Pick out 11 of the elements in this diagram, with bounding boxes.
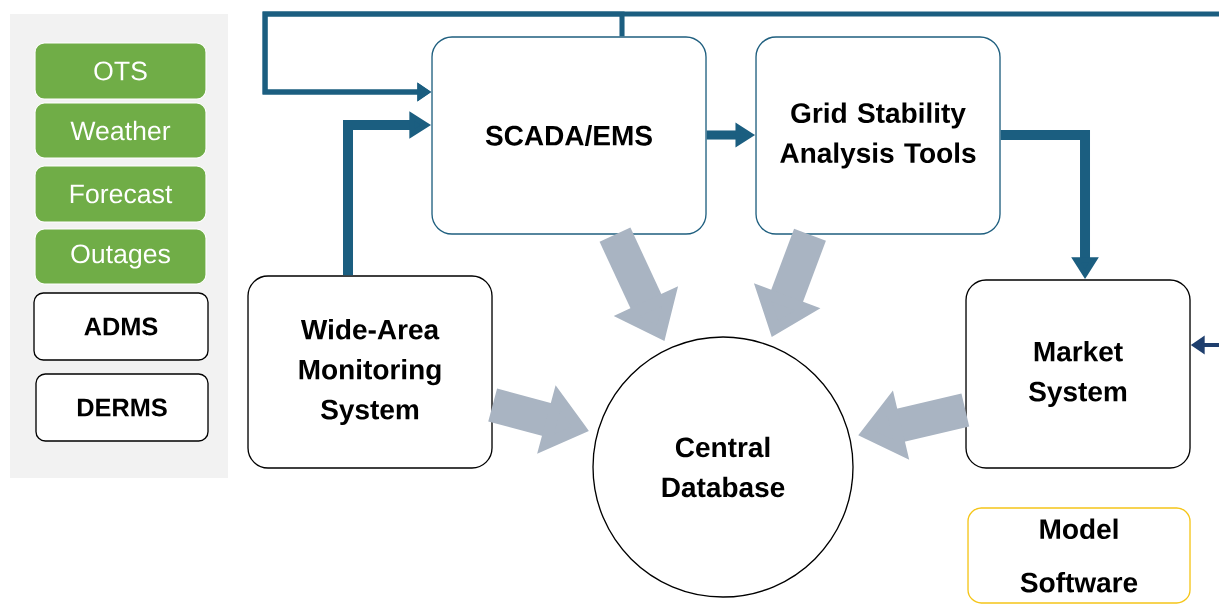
process-box: Market System [965,279,1191,469]
data-source-box: Outages [34,228,207,285]
data-source-box: Forecast [34,165,207,223]
process-box: Grid Stability Analysis Tools [755,36,1001,235]
process-box: Wide-Area Monitoring System [247,275,493,469]
system-box: DERMS [35,373,209,442]
process-box: SCADA/EMS [431,36,707,235]
data-source-box: Weather [34,102,207,159]
data-source-box: OTS [34,42,207,100]
model-box: Model Software [967,507,1191,604]
system-box: ADMS [33,292,209,361]
